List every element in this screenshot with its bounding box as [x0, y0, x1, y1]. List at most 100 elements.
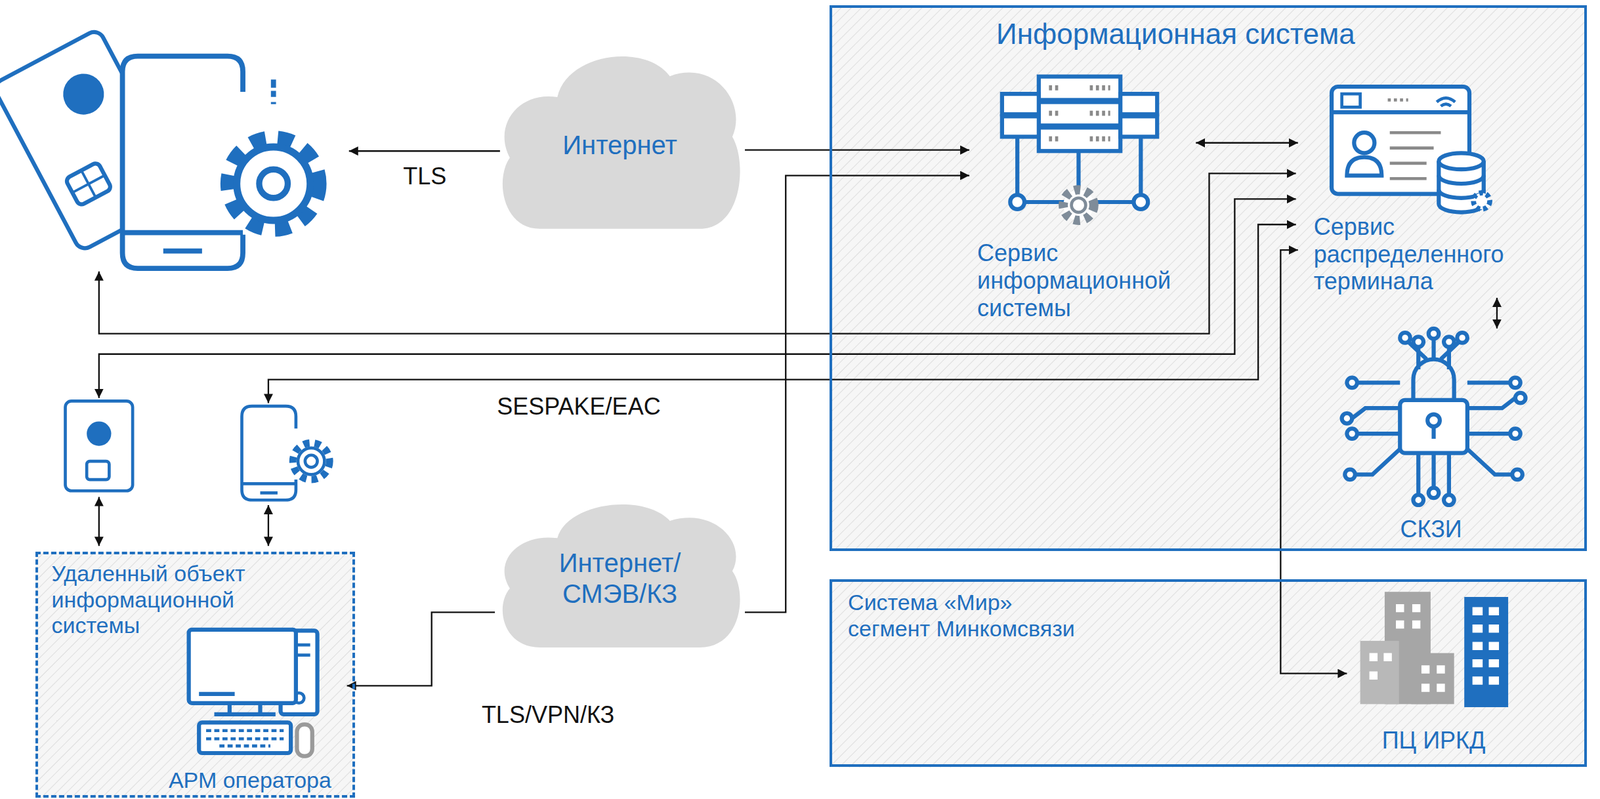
wire-part: [98, 497, 100, 547]
terminal-icon-part: [1346, 157, 1382, 176]
terminal-icon-part: [1331, 110, 1470, 115]
crypto-icon-part-part: [1412, 494, 1424, 506]
network-cloud: Интернет/ СМЭВ/КЗ: [494, 491, 745, 665]
crypto-icon-part-part: [1456, 332, 1468, 344]
node-label: АРМ оператора: [168, 767, 332, 794]
wire-part: [267, 505, 270, 547]
computer-icon-part: [198, 722, 291, 754]
id-card-icon-part: [64, 162, 112, 207]
server-icon-part: [1133, 194, 1148, 210]
crypto-icon-part-part: [1346, 428, 1358, 440]
crypto-icon-part-part: [1515, 393, 1526, 404]
small-phone-icon-part: [297, 448, 325, 475]
small-card-icon-part: [86, 461, 109, 480]
small-phone-icon-part: [292, 442, 330, 480]
terminal-icon-part: [1436, 97, 1455, 106]
server-icon-part: [1010, 194, 1025, 210]
buildings-icon-part: [1472, 607, 1499, 686]
small-card-icon-part: [86, 421, 111, 446]
small-phone-icon-part: [241, 406, 296, 501]
crypto-icon: [1342, 328, 1526, 506]
crypto-icon-part: [1427, 414, 1440, 428]
connector: [1496, 297, 1498, 329]
box-ground-part: [829, 580, 1587, 768]
connector: [744, 175, 970, 613]
terminal-icon-part: [1342, 93, 1361, 107]
service-node: Сервис распределенного терминала: [1298, 81, 1528, 298]
protocol-label: SESPAKE/EAC: [496, 393, 661, 421]
server-icon-part: [1071, 198, 1087, 213]
computer-icon-part: [296, 724, 312, 757]
node-label: Система «Мир» сегмент Минкомсвязи: [847, 589, 1085, 642]
node-label: Интернет/ СМЭВ/КЗ: [544, 547, 696, 610]
crypto-icon-part-part: [1342, 413, 1353, 424]
buildings-icon: [1360, 591, 1509, 708]
crypto-icon-part-part: [1399, 332, 1411, 344]
terminal-icon-part: [1389, 132, 1442, 179]
server-icon-part: [1063, 189, 1095, 221]
node-label: Информационная система: [996, 17, 1356, 51]
connector: [1195, 142, 1299, 144]
box-ground-part: [829, 5, 1587, 552]
id-card-icon-part: [55, 66, 111, 122]
node-label: Сервис распределенного терминала: [1313, 213, 1526, 296]
small-phone-icon-part: [241, 483, 296, 493]
gear-icon-part: [227, 137, 320, 230]
connector: [1280, 250, 1347, 674]
center-node: ПЦ ИРКД: [1346, 586, 1520, 758]
gear-icon: [227, 79, 320, 230]
terminal-icon-part: [1438, 152, 1484, 170]
server-icon-part: [1048, 87, 1110, 140]
terminal-icon-part: [1388, 98, 1409, 102]
workstation-node: АРМ оператора: [152, 622, 347, 795]
gear-icon-part: [236, 147, 311, 221]
buildings-icon-part: [1410, 653, 1454, 705]
service-node: Сервис информационной системы: [969, 69, 1196, 325]
server-icon-part: [1120, 93, 1158, 115]
gear-icon-part: [271, 79, 277, 104]
cloud-shape: [494, 491, 745, 665]
box-ground: [35, 5, 1587, 799]
terminal-icon-part: [1473, 192, 1490, 210]
server-icon-part: [1002, 93, 1039, 115]
crypto-icon-part-part: [1443, 336, 1455, 348]
phone-icon: [122, 56, 243, 270]
small-card-icon: [65, 400, 134, 491]
protocol-label: TLS: [402, 163, 447, 190]
segment-box: ПЦ ИРКД Система «Мир» сегмент Минкомсвязи: [829, 579, 1587, 768]
computer-icon: [189, 630, 318, 757]
small-phone-icon: [241, 406, 330, 501]
crypto-icon-part-part: [1412, 336, 1424, 348]
id-card-icon-part: [64, 162, 112, 207]
crypto-icon-part-part: [1428, 328, 1440, 340]
crypto-icon-part-part: [1512, 469, 1523, 481]
crypto-icon-part-part: [1510, 378, 1521, 389]
crypto-icon-part-part: [1344, 469, 1356, 481]
computer-icon-part: [206, 731, 284, 747]
crypto-icon-part: [1351, 338, 1516, 495]
wire-part: [349, 150, 501, 152]
system-box: Сервис информационной системы Сервис расп…: [829, 5, 1587, 552]
crypto-icon-part: [1342, 328, 1526, 506]
terminal-icon-part: [1353, 132, 1375, 153]
buildings-icon-part: [1369, 604, 1446, 693]
node-label: СКЗИ: [1400, 515, 1463, 544]
remote-box: АРМ оператораУдаленный объект информацио…: [35, 551, 356, 799]
computer-icon-part: [198, 694, 276, 715]
server-icon-part: [1120, 116, 1158, 137]
node-label: ПЦ ИРКД: [1382, 727, 1486, 755]
box-ground-part: [35, 552, 356, 799]
cloud-outline: [502, 56, 741, 230]
server-icon-part: [1002, 116, 1039, 137]
node-label: Сервис информационной системы: [977, 239, 1194, 322]
crypto-icon-part-part: [1428, 488, 1440, 499]
protocol-label: TLS/VPN/КЗ: [481, 702, 615, 729]
node-label: Интернет: [562, 129, 678, 161]
buildings-icon-part: [1360, 641, 1400, 705]
terminal-icon: [1331, 86, 1490, 212]
crypto-icon-part-part: [1443, 494, 1455, 506]
server-icon: [1002, 76, 1158, 221]
wire-part: [268, 224, 1297, 403]
